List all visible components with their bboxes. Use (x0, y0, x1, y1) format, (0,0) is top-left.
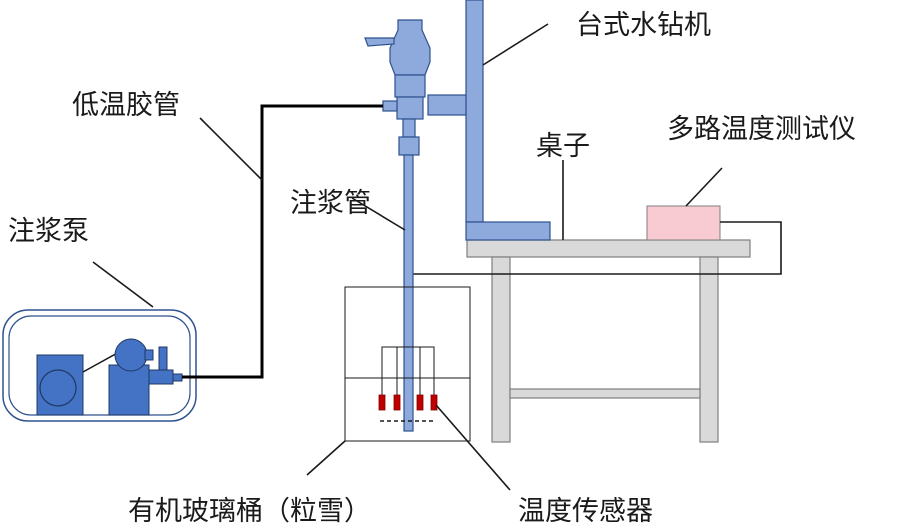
label-hose: 低温胶管 (72, 90, 180, 121)
drill-chuck (398, 136, 420, 156)
drill-column (465, 0, 484, 223)
drill-motor-neck (394, 74, 426, 98)
label-grout-pipe: 注浆管 (290, 188, 371, 219)
drill-spindle-shaft (402, 118, 416, 138)
label-thermometer: 多路温度测试仪 (667, 114, 856, 145)
table-leg-left (491, 256, 511, 443)
label-sensor: 温度传感器 (518, 496, 653, 527)
drill-press (364, 0, 551, 241)
pump-leader (92, 261, 154, 308)
label-bucket: 有机玻璃桶（粒雪） (128, 496, 371, 527)
drill-arm (427, 94, 467, 116)
thermometer-instrument (646, 205, 721, 241)
pump-outlet-riser (158, 346, 168, 371)
sensor-probe (416, 394, 424, 411)
pump-body (108, 364, 150, 416)
pump-enclosure-inner (8, 315, 191, 416)
drill-motor-top (389, 19, 431, 76)
bucket-outline (344, 286, 471, 442)
label-pump: 注浆泵 (8, 216, 89, 247)
label-table: 桌子 (536, 131, 590, 162)
pump-head (114, 338, 148, 372)
grout-pipe-leader (351, 197, 406, 231)
temperature-sensors (378, 346, 438, 422)
pump-head-cap (144, 349, 154, 361)
sensor-wires (381, 346, 435, 395)
drill-base (465, 221, 551, 241)
sensor-probe (430, 394, 438, 411)
table-crossbar (509, 388, 701, 399)
drill-leader (482, 23, 549, 66)
pump-enclosure (2, 309, 197, 422)
sensor-probe (378, 394, 386, 411)
grout-pipe (403, 154, 414, 432)
table-leg-right (699, 256, 719, 443)
hose-leader (199, 117, 263, 181)
drill-spindle-inlet (382, 100, 398, 112)
table (466, 239, 751, 443)
low-temp-hose (182, 104, 383, 379)
pump-motor-wheel (39, 369, 77, 407)
drill-handle (364, 37, 395, 47)
pump-outlet-nozzle (172, 373, 183, 382)
label-drill: 台式水钻机 (576, 10, 711, 41)
plexiglass-bucket (344, 286, 471, 442)
thermometer-leader (685, 167, 723, 207)
drill-spindle-block (396, 96, 424, 120)
sensor-leader (435, 404, 511, 491)
grout-pump (2, 309, 197, 422)
bucket-leader (306, 440, 346, 476)
table-top (466, 239, 751, 258)
pump-outlet (148, 369, 174, 385)
sensor-probe (393, 394, 401, 411)
